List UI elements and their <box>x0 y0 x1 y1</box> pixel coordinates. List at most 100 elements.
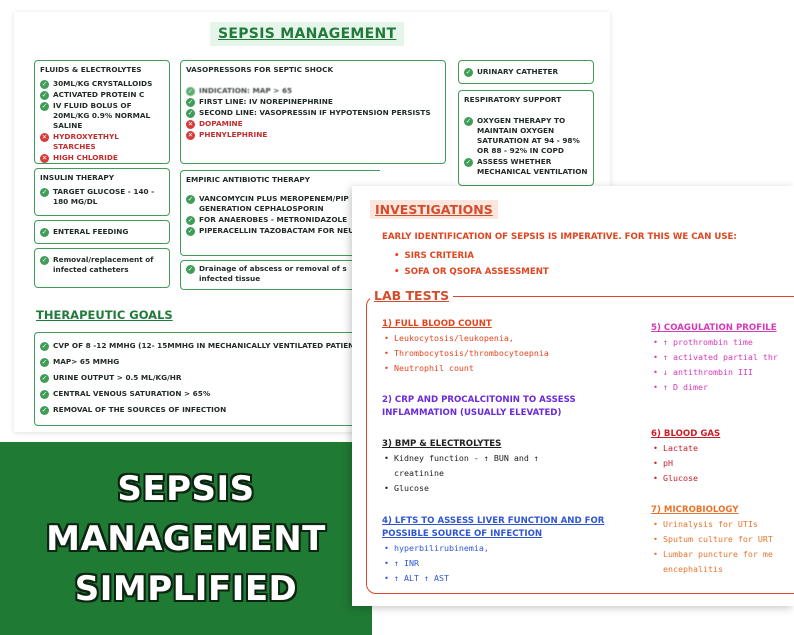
management-title: SEPSIS MANAGEMENT <box>218 26 397 42</box>
fbc-item: Leukocytosis/leukopenia, <box>382 331 549 346</box>
fluids-item: ✓ACTIVATED PROTEIN C <box>40 90 145 100</box>
crp-title-2: INFLAMMATION (USUALLY ELEVATED) <box>382 408 562 418</box>
goal-item: ✓MAP> 65 MMHG <box>40 357 120 367</box>
lab-tests-title: LAB TESTS <box>370 288 454 303</box>
vaso-item: ✓INDICATION: MAP > 65 <box>186 86 293 96</box>
cross-icon: ✕ <box>40 132 49 142</box>
check-icon: ✓ <box>40 341 49 351</box>
bmp-section: 3) BMP & ELECTROLYTES Kidney function - … <box>382 438 539 496</box>
coagulation-section: 5) COAGULATION PROFILE ↑ prothrombin tim… <box>651 322 778 395</box>
check-icon: ✓ <box>186 108 195 118</box>
fbc-title: 1) FULL BLOOD COUNT <box>382 319 492 329</box>
check-icon: ✓ <box>186 97 195 107</box>
vaso-item: ✕DOPAMINE <box>186 119 243 129</box>
investigations-bullet: SOFA OR QSOFA ASSESSMENT <box>394 264 549 280</box>
bmp-title: 3) BMP & ELECTROLYTES <box>382 439 502 449</box>
insulin-item: ✓TARGET GLUCOSE - 140 - 180 MG/DL <box>40 187 155 206</box>
fluids-box: FLUIDS & ELECTROLYTES ✓30ML/KG CRYSTALLO… <box>34 60 170 164</box>
insulin-title: INSULIN THERAPY <box>40 173 114 182</box>
check-icon: ✓ <box>40 255 49 265</box>
fluids-item: ✕HYDROXYETHYL STARCHES <box>40 132 119 151</box>
micro-item: Sputum culture for URT <box>651 532 773 547</box>
blood-gas-section: 6) BLOOD GAS Lactate pH Glucose <box>651 428 720 486</box>
check-icon: ✓ <box>186 264 195 274</box>
check-icon: ✓ <box>464 67 473 77</box>
arrow-up-icon: ↑ <box>663 337 668 347</box>
gas-item: pH <box>651 456 720 471</box>
investigations-list: SIRS CRITERIA SOFA OR QSOFA ASSESSMENT <box>394 248 549 280</box>
urinary-box: ✓URINARY CATHETER <box>458 60 594 84</box>
cross-icon: ✕ <box>186 130 195 140</box>
lft-title-1: 4) LFTS TO ASSESS LIVER FUNCTION AND FOR <box>382 516 605 526</box>
lft-title-2: POSSIBLE SOURCE OF INFECTION <box>382 529 543 539</box>
check-icon: ✓ <box>40 101 49 111</box>
banner-line-3: SIMPLIFIED <box>74 568 298 609</box>
respiratory-title: RESPIRATORY SUPPORT <box>464 95 562 104</box>
investigations-card: INVESTIGATIONS EARLY IDENTIFICATION OF S… <box>352 186 794 606</box>
enteral-box: ✓ENTERAL FEEDING <box>34 220 170 244</box>
coag-item: ↓ antithrombin III <box>651 365 778 380</box>
lft-item: hyperbilirubinemia, <box>382 541 604 556</box>
title-banner: SEPSIS MANAGEMENT SIMPLIFIED <box>0 442 372 635</box>
check-icon: ✓ <box>40 405 49 415</box>
check-icon: ✓ <box>40 389 49 399</box>
check-icon: ✓ <box>464 116 473 126</box>
arrow-up-icon: ↑ <box>663 352 668 362</box>
arrow-down-icon: ↓ <box>663 367 668 377</box>
management-title-wrap: SEPSIS MANAGEMENT <box>210 22 405 46</box>
goals-box: ✓CVP OF 8 -12 MMHG (12- 15MMHG IN MECHAN… <box>34 332 364 426</box>
microbiology-title: 7) MICROBIOLOGY <box>651 505 739 515</box>
check-icon: ✓ <box>40 357 49 367</box>
drainage-item: ✓Drainage of abscess or removal of s inf… <box>186 264 347 283</box>
goal-item: ✓REMOVAL OF THE SOURCES OF INFECTION <box>40 405 227 415</box>
blood-gas-title: 6) BLOOD GAS <box>651 429 721 439</box>
bmp-item-cont: creatinine <box>394 468 444 478</box>
fluids-item: ✓30ML/KG CRYSTALLOIDS <box>40 79 153 89</box>
gas-item: Lactate <box>651 441 720 456</box>
check-icon: ✓ <box>40 187 49 197</box>
gas-item: Glucose <box>651 471 720 486</box>
vasopressors-title: VASOPRESSORS FOR SEPTIC SHOCK <box>186 65 334 74</box>
coag-item: ↑ activated partial thr <box>651 350 778 365</box>
arrow-up-icon: ↑ <box>663 382 668 392</box>
fbc-item: Thrombocytosis/thrombocytoepnia <box>382 346 549 361</box>
lft-item: ↑ ALT ↑ AST <box>382 571 604 586</box>
banner-line-2: MANAGEMENT <box>46 518 326 559</box>
coag-item: ↑ prothrombin time <box>651 335 778 350</box>
urinary-item: ✓URINARY CATHETER <box>464 67 559 77</box>
check-icon: ✓ <box>464 157 473 167</box>
microbiology-section: 7) MICROBIOLOGY Urinalysis for UTIs Sput… <box>651 504 773 577</box>
antibiotic-box: EMPIRIC ANTIBIOTIC THERAPY ✓VANCOMYCIN P… <box>180 170 380 256</box>
fbc-item: Neutrophil count <box>382 361 549 376</box>
check-icon: ✓ <box>40 373 49 383</box>
check-icon: ✓ <box>186 215 195 225</box>
resp-item: ✓ASSESS WHETHER MECHANICAL VENTILATION <box>464 157 588 176</box>
goal-item: ✓CENTRAL VENOUS SATURATION > 65% <box>40 389 211 399</box>
check-icon: ✓ <box>186 226 195 236</box>
coagulation-title: 5) COAGULATION PROFILE <box>651 323 777 333</box>
antibiotic-item: ✓FOR ANAEROBES - METRONIDAZOLE <box>186 215 348 225</box>
coag-item: ↑ D dimer <box>651 380 778 395</box>
check-icon: ✓ <box>40 227 49 237</box>
cross-icon: ✕ <box>40 153 49 163</box>
check-icon: ✓ <box>186 86 195 96</box>
bmp-item: Glucose <box>382 481 539 496</box>
micro-item-cont: encephalitis <box>663 564 723 574</box>
goal-item: ✓CVP OF 8 -12 MMHG (12- 15MMHG IN MECHAN… <box>40 341 360 351</box>
banner-line-1: SEPSIS <box>117 468 255 509</box>
bmp-item: Kidney function - ↑ BUN and ↑ <box>382 451 539 466</box>
antibiotic-item: ✓PIPERACELLIN TAZOBACTAM FOR NEU <box>186 226 355 236</box>
crp-section: 2) CRP AND PROCALCITONIN TO ASSESS INFLA… <box>382 394 576 420</box>
lab-tests-box <box>366 296 794 594</box>
investigations-intro: EARLY IDENTIFICATION OF SEPSIS IS IMPERA… <box>382 232 737 242</box>
antibiotic-item: ✓VANCOMYCIN PLUS MEROPENEM/PIP GENERATIO… <box>186 194 349 213</box>
antibiotic-title: EMPIRIC ANTIBIOTIC THERAPY <box>186 175 311 184</box>
respiratory-box: RESPIRATORY SUPPORT ✓OXYGEN THERAPY TO M… <box>458 90 594 186</box>
investigations-bullet: SIRS CRITERIA <box>394 248 549 264</box>
insulin-box: INSULIN THERAPY ✓TARGET GLUCOSE - 140 - … <box>34 168 170 216</box>
check-icon: ✓ <box>186 194 195 204</box>
micro-item: Urinalysis for UTIs <box>651 517 773 532</box>
goal-item: ✓URINE OUTPUT > 0.5 ML/KG/HR <box>40 373 182 383</box>
fluids-item: ✓IV FLUID BOLUS OF 20ML/KG 0.9% NORMAL S… <box>40 101 151 130</box>
vaso-item: ✓SECOND LINE: VASOPRESSIN IF HYPOTENSION… <box>186 108 431 118</box>
